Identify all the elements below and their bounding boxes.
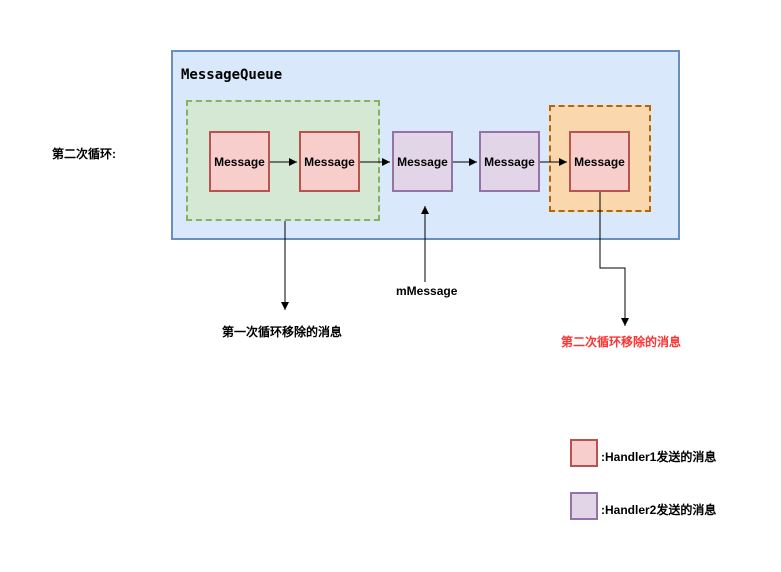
second-loop-removed-label: 第二次循环移除的消息	[561, 335, 682, 349]
message-node-3: Message	[392, 131, 453, 192]
first-loop-removed-label: 第一次循环移除的消息	[222, 325, 343, 339]
message-node-1: Message	[209, 131, 270, 192]
arrow-second-removed	[599, 192, 629, 326]
message-node-5: Message	[569, 131, 630, 192]
message-node-2: Message	[299, 131, 360, 192]
legend-handler2-label: :Handler2发送的消息	[601, 503, 717, 517]
legend-handler1-swatch	[570, 439, 598, 467]
second-loop-label: 第二次循环:	[52, 147, 116, 161]
legend-handler2-swatch	[570, 492, 598, 520]
message-queue-title: MessageQueue	[181, 67, 283, 83]
message-node-4: Message	[479, 131, 540, 192]
mmessage-pointer-label: mMessage	[396, 284, 458, 298]
legend-handler1-label: :Handler1发送的消息	[601, 450, 717, 464]
